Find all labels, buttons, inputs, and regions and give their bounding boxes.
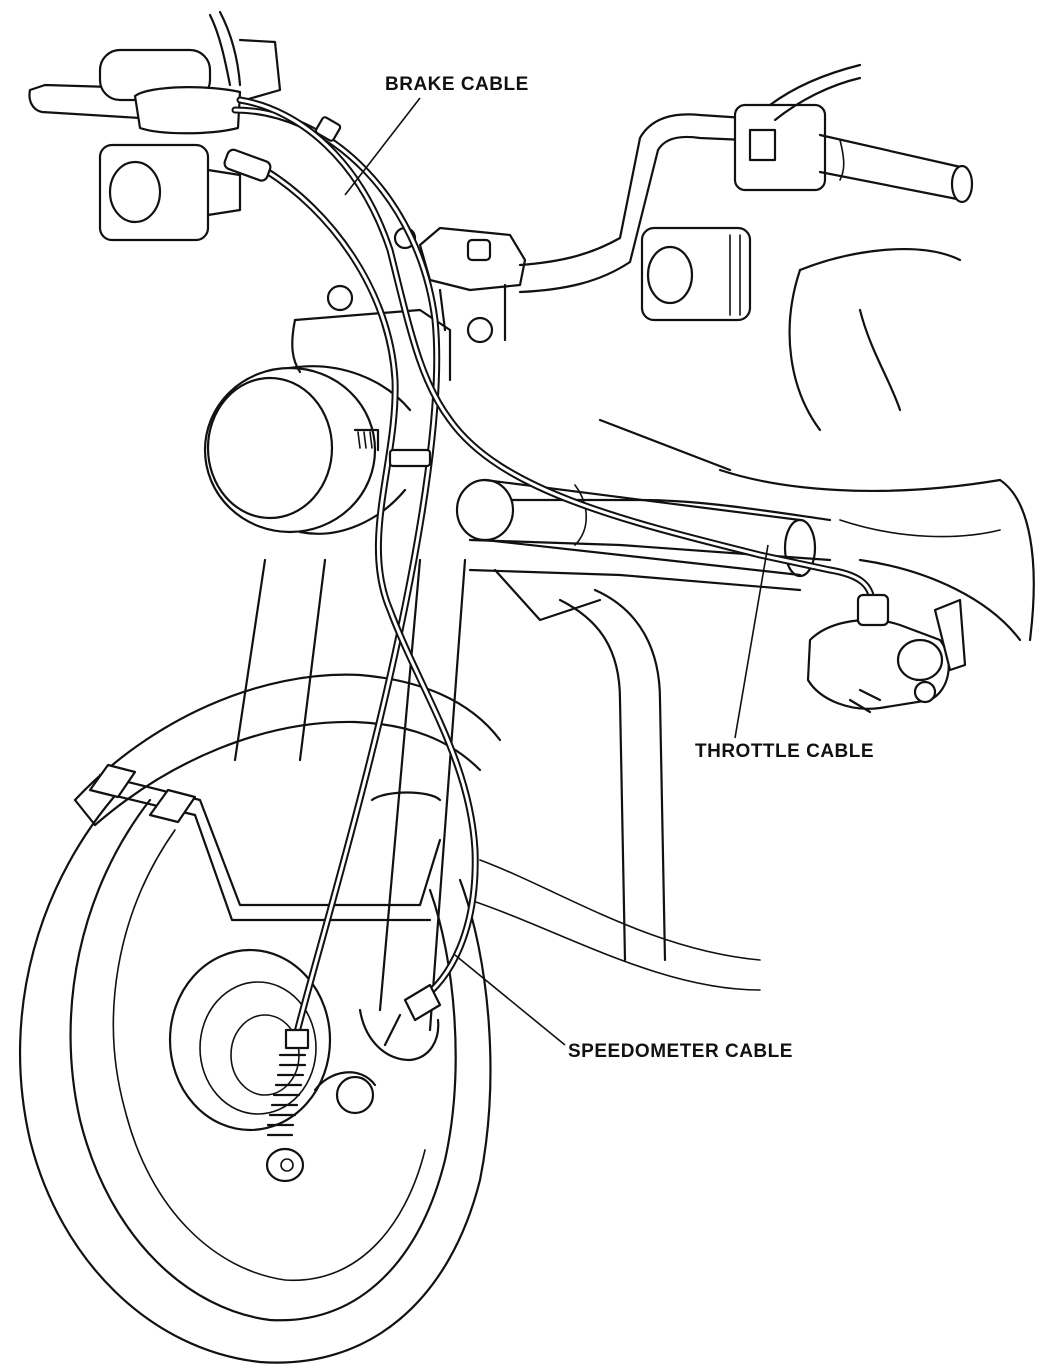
- cable-clamp: [314, 116, 432, 468]
- headlight: [203, 284, 494, 535]
- brake-cable: [231, 106, 441, 1183]
- handlebar-right: [518, 63, 974, 294]
- speedometer-cable: [223, 148, 479, 1047]
- frame-tube: [455, 478, 817, 578]
- turn-signal-left: [98, 143, 242, 242]
- speedometer-cable-leader: [454, 954, 566, 1046]
- throttle-cable: [236, 96, 876, 604]
- throttle-cable-leader: [734, 544, 769, 739]
- speedometer-cable-label: SPEEDOMETER CABLE: [568, 1041, 793, 1062]
- front-wheel: [19, 788, 492, 1364]
- front-fork: [233, 558, 467, 1115]
- brake-cable-leader: [344, 97, 421, 196]
- turn-signal-right: [640, 226, 752, 322]
- carburetor: [806, 593, 967, 714]
- brake-cable-label: BRAKE CABLE: [385, 74, 529, 95]
- steering-stem: [393, 226, 527, 342]
- throttle-cable-label: THROTTLE CABLE: [695, 741, 874, 762]
- front-fender: [73, 673, 502, 922]
- handlebar-left: [28, 10, 282, 135]
